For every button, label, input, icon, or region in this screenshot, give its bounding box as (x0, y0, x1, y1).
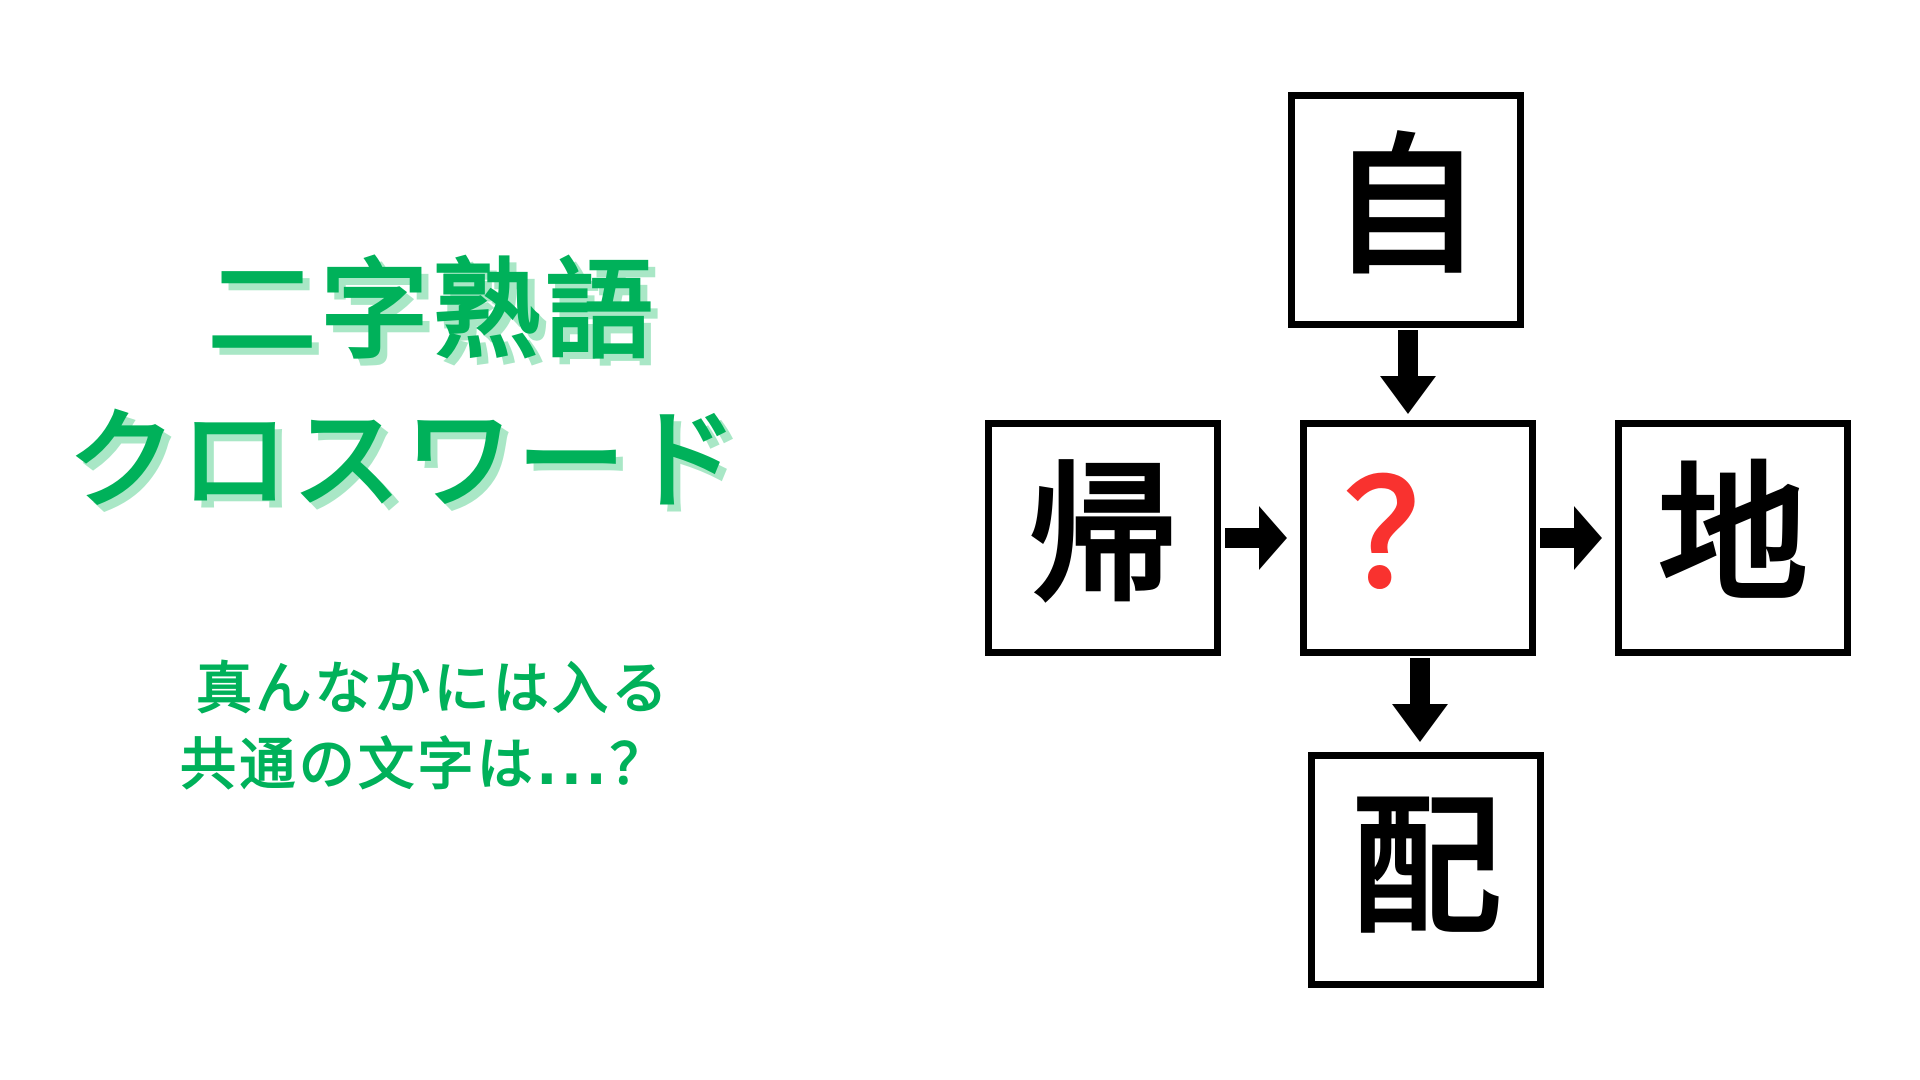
puzzle-cell-center-answer[interactable]: ？ (1300, 420, 1536, 656)
title-panel: 二字熟語 クロスワード 真んなかには入る 共通の文字は...？ (68, 249, 742, 798)
arrow-right-icon-center-to-right (1540, 506, 1602, 570)
puzzle-cell-left[interactable]: 帰 (985, 420, 1221, 656)
crossword-puzzle: 自 帰 ？ 地 配 (960, 0, 1920, 1080)
puzzle-cell-right[interactable]: 地 (1615, 420, 1851, 656)
puzzle-cell-top[interactable]: 自 (1288, 92, 1524, 328)
subtitle-line-1: 真んなかには入る (196, 657, 671, 722)
arrow-down-icon-top-to-center (1380, 330, 1436, 414)
puzzle-cell-bottom[interactable]: 配 (1308, 752, 1544, 988)
puzzle-cell-center-character: ？ (1345, 451, 1491, 621)
subtitle-line-2: 共通の文字は...？ (180, 733, 670, 798)
puzzle-cell-left-character: 帰 (1027, 449, 1178, 623)
puzzle-cell-right-character: 地 (1657, 449, 1808, 623)
page-title-line-1: 二字熟語 (208, 249, 658, 374)
puzzle-cell-bottom-character: 配 (1350, 781, 1501, 955)
page-title-line-2: クロスワード (68, 399, 742, 524)
puzzle-cell-top-character: 自 (1330, 121, 1481, 295)
arrow-down-icon-center-to-bottom (1392, 658, 1448, 742)
arrow-right-icon-left-to-center (1225, 506, 1287, 570)
